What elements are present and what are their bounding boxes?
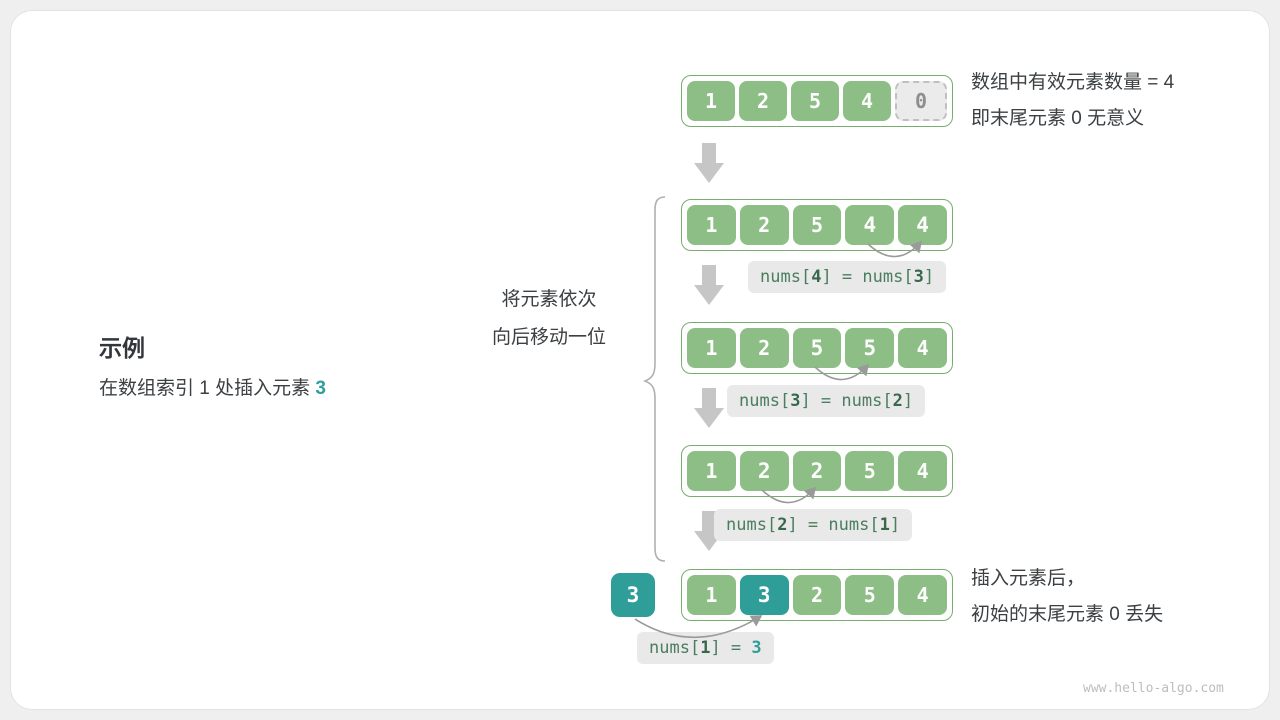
- bottom-annotation-line1: 插入元素后，: [971, 568, 1086, 589]
- code-text: ]: [923, 267, 935, 287]
- code-text: nums[: [739, 391, 791, 411]
- code-text: ]: [889, 515, 901, 535]
- code-index: 2: [777, 515, 788, 535]
- code-index: 3: [913, 267, 924, 287]
- shift-note-line1: 将元素依次: [501, 289, 597, 310]
- code-text: ] = nums[: [787, 515, 880, 535]
- code-text: nums[: [726, 515, 778, 535]
- assignment-label-2: nums[3] = nums[2]: [727, 385, 926, 417]
- figure-card: 示例 在数组索引 1 处插入元素 3 将元素依次 向后移动一位 数组中有效元素数…: [10, 10, 1270, 710]
- code-index: 1: [879, 515, 890, 535]
- array-cell: 5: [845, 575, 895, 615]
- bottom-annotation: 插入元素后， 初始的末尾元素 0 丢失: [971, 561, 1163, 633]
- code-inserted-value: 3: [751, 638, 762, 658]
- array-cell-moved: 5: [845, 328, 895, 368]
- code-text: ]: [902, 391, 914, 411]
- array-step4: 1 3 2 5 4: [681, 569, 953, 621]
- array-cell-source: 5: [792, 328, 842, 368]
- code-text: ] =: [710, 638, 752, 658]
- watermark: www.hello-algo.com: [1083, 681, 1224, 696]
- code-text: ] = nums[: [800, 391, 893, 411]
- bottom-annotation-line2: 初始的末尾元素 0 丢失: [971, 604, 1164, 625]
- array-cell: 1: [687, 205, 736, 245]
- array-cell: 1: [687, 328, 736, 368]
- code-text: nums[: [760, 267, 812, 287]
- down-arrow-icon: [694, 265, 724, 305]
- inserted-value-text: 3: [315, 378, 326, 399]
- array-cell: 1: [687, 81, 735, 121]
- array-cell: 2: [739, 205, 789, 245]
- insert-element-cell: 3: [611, 573, 655, 617]
- array-cell: 4: [843, 81, 891, 121]
- copy-arc-icon: [761, 486, 817, 504]
- top-annotation-line1: 数组中有效元素数量 = 4: [971, 72, 1175, 93]
- array-cell: 4: [898, 575, 947, 615]
- example-description-text: 在数组索引 1 处插入元素: [99, 378, 316, 399]
- shift-note: 将元素依次 向后移动一位: [459, 281, 639, 357]
- array-cell: 4: [898, 451, 947, 491]
- top-annotation: 数组中有效元素数量 = 4 即末尾元素 0 无意义: [971, 65, 1174, 137]
- array-cell: 5: [792, 205, 842, 245]
- down-arrow-icon: [694, 143, 724, 183]
- array-cell: 2: [792, 575, 842, 615]
- array-cell: 4: [898, 328, 947, 368]
- array-cell-invalid: 0: [895, 81, 947, 121]
- array-cell-moved: 2: [792, 451, 842, 491]
- code-index: 3: [790, 391, 801, 411]
- insert-arc-icon: [634, 615, 763, 639]
- curly-brace-icon: [642, 196, 666, 562]
- assignment-label-1: nums[4] = nums[3]: [748, 261, 947, 293]
- array-cell: 5: [791, 81, 839, 121]
- copy-arc-icon: [814, 363, 870, 381]
- code-index: 1: [700, 638, 711, 658]
- assignment-label-3: nums[2] = nums[1]: [714, 509, 913, 541]
- array-cell-inserted: 3: [739, 575, 789, 615]
- array-cell: 2: [739, 81, 787, 121]
- example-title: 示例: [99, 335, 145, 361]
- code-index: 2: [892, 391, 903, 411]
- array-cell: 5: [845, 451, 895, 491]
- down-arrow-icon: [694, 388, 724, 428]
- array-cell-moved: 4: [898, 205, 947, 245]
- array-cell-source: 4: [845, 205, 895, 245]
- array-step3: 1 2 2 5 4: [681, 445, 953, 497]
- array-cell: 2: [739, 328, 789, 368]
- example-description: 在数组索引 1 处插入元素 3: [99, 373, 326, 400]
- code-text: ] = nums[: [821, 267, 914, 287]
- code-index: 4: [811, 267, 822, 287]
- shift-note-line2: 向后移动一位: [491, 327, 606, 348]
- array-cell-source: 2: [739, 451, 789, 491]
- code-text: nums[: [649, 638, 701, 658]
- copy-arc-icon: [867, 240, 923, 258]
- array-cell: 1: [687, 575, 736, 615]
- array-cell: 1: [687, 451, 736, 491]
- top-annotation-line2: 即末尾元素 0 无意义: [971, 108, 1145, 129]
- array-step2: 1 2 5 5 4: [681, 322, 953, 374]
- array-step1: 1 2 5 4 4: [681, 199, 953, 251]
- array-step0: 1 2 5 4 0: [681, 75, 953, 127]
